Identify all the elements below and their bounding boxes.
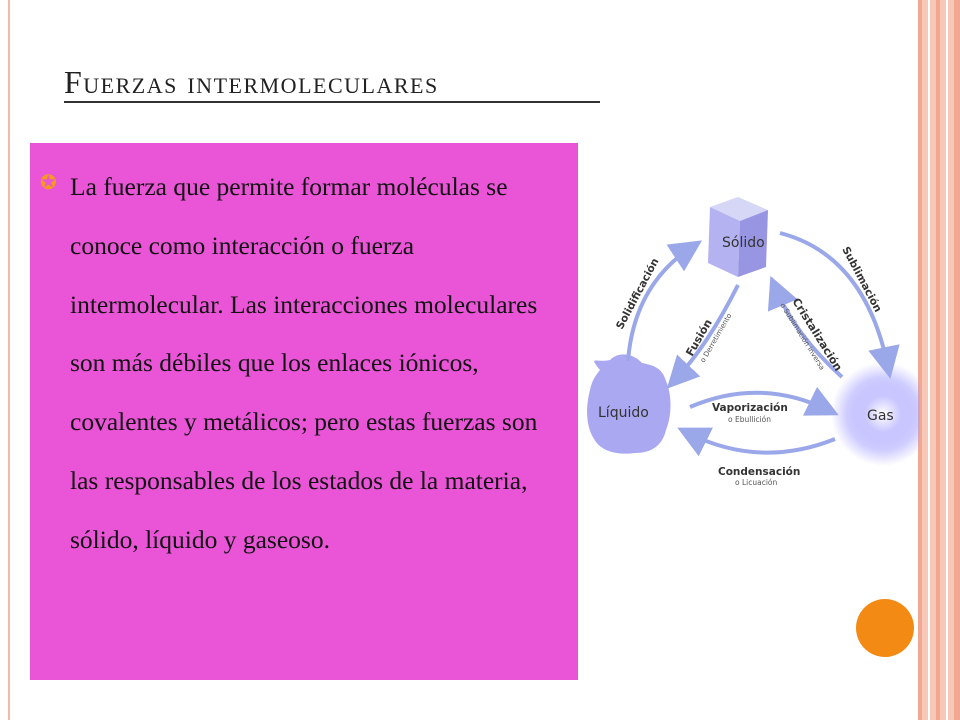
bullet-icon: ✪ bbox=[40, 172, 57, 194]
solid-cube-icon bbox=[708, 197, 768, 277]
frame-left-border bbox=[8, 0, 10, 720]
accent-dot bbox=[856, 599, 914, 657]
state-gas-label: Gas bbox=[867, 408, 894, 424]
condensation-label: Condensación bbox=[718, 466, 800, 478]
sublimation-label: Sublimación bbox=[839, 245, 884, 314]
crystallization-arrow bbox=[767, 275, 844, 379]
state-solid-label: Sólido bbox=[722, 235, 765, 251]
sublimation-arrow bbox=[779, 231, 900, 379]
vaporization-label: Vaporización bbox=[712, 402, 788, 414]
condensation-alt-label: o Licuación bbox=[735, 478, 778, 487]
states-of-matter-diagram: Sólido Líquido Gas Solidificación Fusión… bbox=[587, 197, 920, 487]
liquid-blob-icon bbox=[587, 354, 671, 454]
title-underline bbox=[64, 101, 600, 103]
solidification-arrow bbox=[626, 240, 703, 362]
fusion-arrow bbox=[666, 284, 740, 389]
state-liquid-label: Líquido bbox=[598, 405, 649, 421]
gas-glow-icon bbox=[831, 362, 920, 466]
body-paragraph: La fuerza que permite formar moléculas s… bbox=[70, 172, 538, 554]
vaporization-alt-label: o Ebullición bbox=[728, 415, 771, 424]
text-box bbox=[30, 143, 578, 680]
vaporization-arrow bbox=[689, 386, 839, 416]
slide-title: Fuerzas intermoleculares bbox=[64, 64, 439, 100]
frame-right-border bbox=[918, 0, 960, 720]
condensation-arrow bbox=[677, 427, 836, 457]
